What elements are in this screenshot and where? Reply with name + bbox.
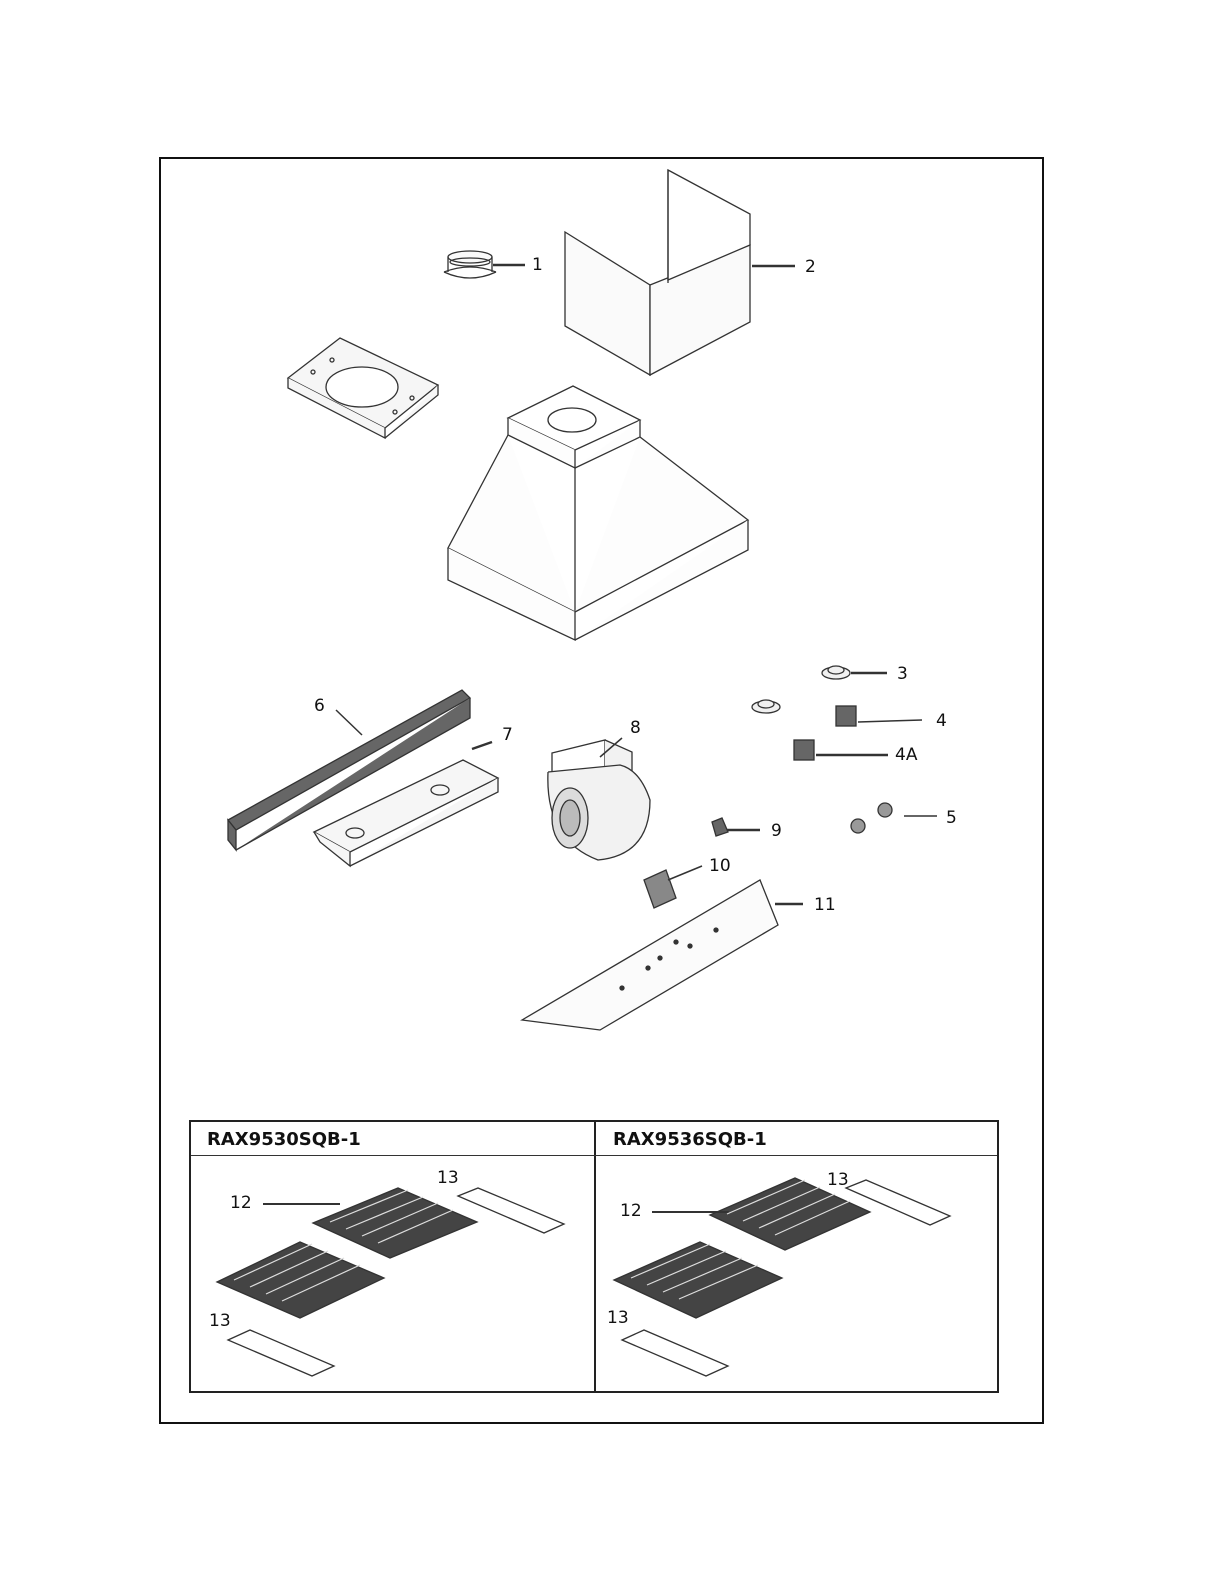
knob-part <box>752 666 850 713</box>
switch-part <box>794 706 856 760</box>
callout-2: 2 <box>805 259 816 276</box>
light-part <box>851 803 892 833</box>
hood-body-part <box>448 386 748 640</box>
control-panel-part <box>522 880 778 1030</box>
callout-8: 8 <box>630 720 641 737</box>
callout-13-right-top: 13 <box>827 1172 849 1189</box>
callout-4a: 4A <box>895 747 917 764</box>
blower-motor-part <box>548 740 650 860</box>
filter-table-divider <box>594 1122 596 1391</box>
callout-9: 9 <box>771 823 782 840</box>
callout-13-right-bottom: 13 <box>607 1310 629 1327</box>
callout-1: 1 <box>532 257 543 274</box>
callout-10: 10 <box>709 858 731 875</box>
filter-table: RAX9530SQB-1 RAX9536SQB-1 <box>189 1120 999 1393</box>
filter-channel-part <box>314 760 498 866</box>
callout-13-left-top: 13 <box>437 1170 459 1187</box>
callout-4: 4 <box>936 713 947 730</box>
callout-13-left-bottom: 13 <box>209 1313 231 1330</box>
callout-3: 3 <box>897 666 908 683</box>
model-left: RAX9530SQB-1 <box>207 1129 361 1150</box>
mounting-bracket-part <box>288 338 438 438</box>
model-right: RAX9536SQB-1 <box>613 1129 767 1150</box>
chimney-cover-part <box>565 170 750 375</box>
callout-12-left: 12 <box>230 1195 252 1212</box>
transformer-part <box>644 870 676 908</box>
callout-5: 5 <box>946 810 957 827</box>
callout-7: 7 <box>502 727 513 744</box>
control-board-part <box>712 818 728 836</box>
callout-11: 11 <box>814 897 836 914</box>
duct-collar-part <box>444 251 496 278</box>
filter-table-header-line <box>191 1155 997 1156</box>
callout-6: 6 <box>314 698 325 715</box>
callout-12-right: 12 <box>620 1203 642 1220</box>
